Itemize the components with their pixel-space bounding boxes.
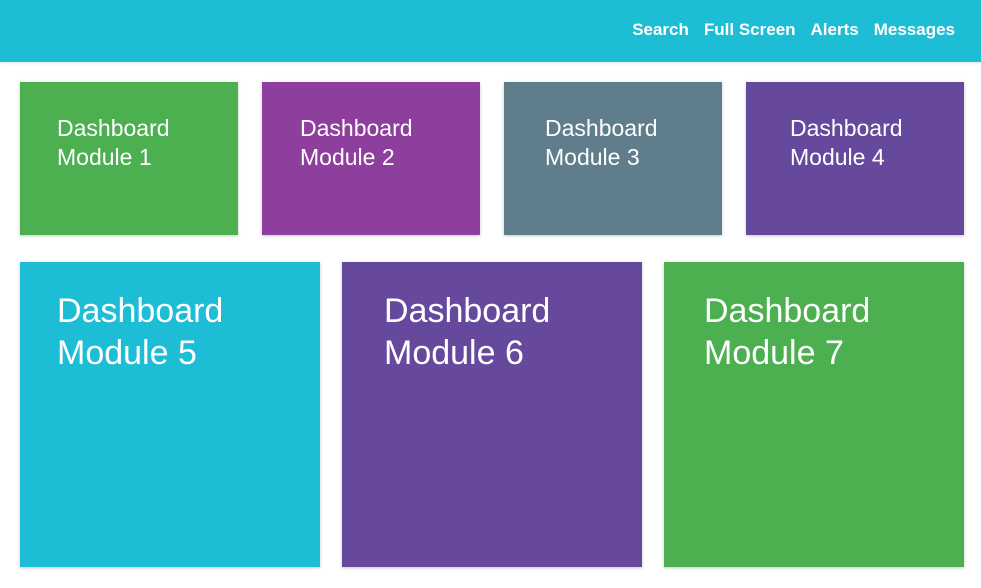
dashboard-module-7[interactable]: Dashboard Module 7 bbox=[664, 262, 964, 567]
dashboard-module-6[interactable]: Dashboard Module 6 bbox=[342, 262, 642, 567]
nav-full-screen[interactable]: Full Screen bbox=[703, 20, 796, 39]
top-nav: Search Full Screen Alerts Messages bbox=[632, 19, 955, 41]
nav-alerts[interactable]: Alerts bbox=[810, 20, 859, 39]
dashboard-module-1[interactable]: Dashboard Module 1 bbox=[20, 82, 238, 235]
top-bar: Search Full Screen Alerts Messages bbox=[0, 0, 981, 62]
dashboard-module-4[interactable]: Dashboard Module 4 bbox=[746, 82, 964, 235]
dashboard-module-2[interactable]: Dashboard Module 2 bbox=[262, 82, 480, 235]
module-title: Dashboard Module 5 bbox=[57, 292, 224, 372]
dashboard-module-5[interactable]: Dashboard Module 5 bbox=[20, 262, 320, 567]
module-title: Dashboard Module 1 bbox=[57, 115, 170, 170]
dashboard-module-3[interactable]: Dashboard Module 3 bbox=[504, 82, 722, 235]
module-title: Dashboard Module 4 bbox=[790, 115, 903, 170]
module-title: Dashboard Module 2 bbox=[300, 115, 413, 170]
nav-search[interactable]: Search bbox=[632, 20, 689, 39]
module-title: Dashboard Module 7 bbox=[704, 292, 871, 372]
nav-messages[interactable]: Messages bbox=[873, 20, 955, 39]
module-title: Dashboard Module 3 bbox=[545, 115, 658, 170]
module-title: Dashboard Module 6 bbox=[384, 292, 551, 372]
